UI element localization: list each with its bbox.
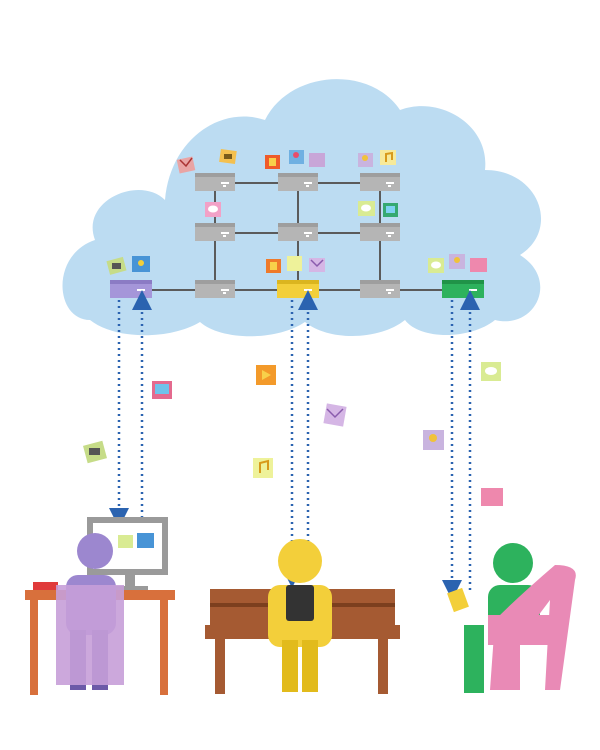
desk-chair	[56, 585, 124, 685]
contact-icon	[449, 254, 465, 269]
bench-scene	[205, 539, 400, 694]
video-icon	[83, 440, 107, 464]
desk-user	[56, 533, 124, 690]
armchair	[488, 565, 576, 690]
server-node	[360, 280, 400, 298]
server-node	[360, 173, 400, 191]
film-strip-icon	[265, 155, 280, 169]
chat-bubble-icon	[481, 362, 501, 381]
chair-scene	[447, 543, 576, 693]
bench-user	[268, 539, 332, 692]
cloud-shape	[62, 79, 542, 337]
green-node	[442, 280, 484, 298]
server-node	[195, 223, 235, 241]
photo-icon	[289, 150, 304, 164]
photo-icon	[132, 256, 150, 272]
contact-icon	[358, 153, 373, 167]
chat-bubble-icon	[358, 201, 375, 216]
server-node	[278, 173, 318, 191]
server-node	[195, 173, 235, 191]
envelope-icon	[323, 403, 347, 427]
tablet	[447, 587, 469, 613]
folder-icon	[219, 148, 237, 165]
server-node	[195, 280, 235, 298]
music-note-icon	[287, 256, 302, 271]
data-links	[109, 290, 480, 600]
envelope-icon	[176, 156, 196, 174]
chat-bubble-icon	[205, 202, 221, 217]
film-strip-icon	[266, 259, 281, 273]
floating-content-icons	[83, 362, 503, 506]
chat-bubble-icon	[428, 258, 444, 273]
desk-scene	[25, 517, 175, 695]
folder-icon	[481, 488, 503, 506]
envelope-icon	[309, 258, 325, 272]
video-icon	[106, 256, 127, 275]
purple-node	[110, 280, 152, 298]
photo-icon	[152, 381, 172, 399]
film-strip-icon	[256, 365, 276, 385]
photo-icon	[383, 203, 398, 217]
smartphone	[286, 585, 314, 621]
cloud-content-icons	[106, 148, 487, 275]
folder-icon	[309, 153, 325, 167]
contact-icon	[423, 430, 444, 450]
yellow-node	[277, 280, 319, 298]
music-note-icon	[380, 150, 396, 165]
server-node	[278, 223, 318, 241]
book-icon	[33, 582, 58, 590]
server-node	[360, 223, 400, 241]
music-note-icon	[253, 458, 273, 478]
folder-icon	[470, 258, 487, 272]
